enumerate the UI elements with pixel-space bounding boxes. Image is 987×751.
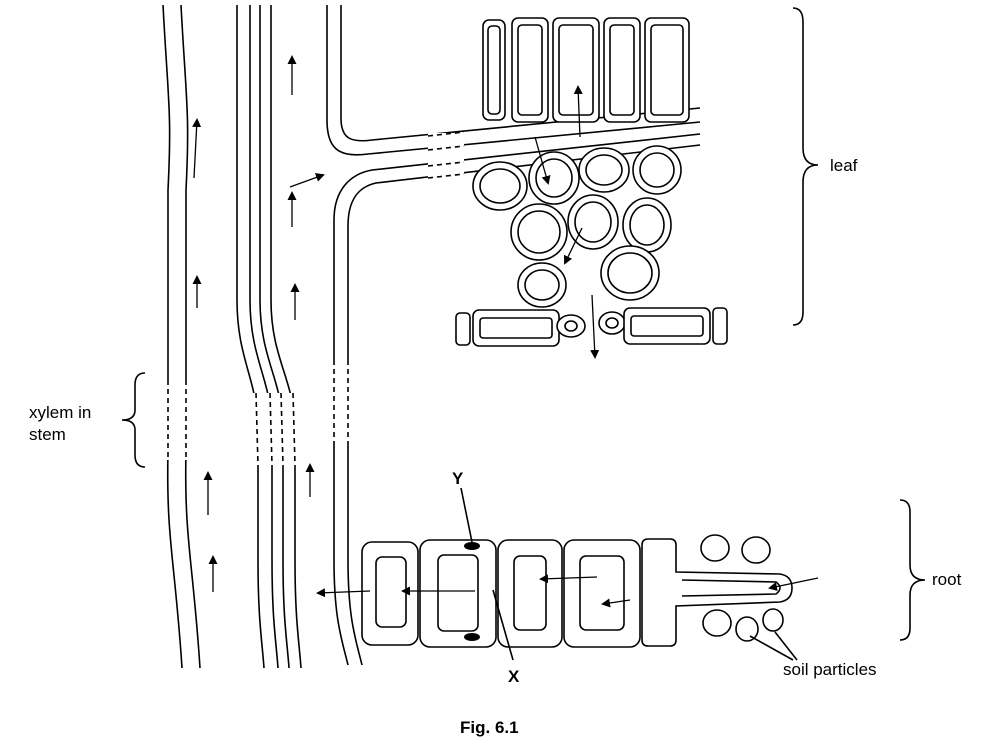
leaf-palisade-cells xyxy=(482,17,690,123)
label-soil-particles: soil particles xyxy=(783,660,877,679)
braces xyxy=(121,7,926,641)
xylem-vessel-left xyxy=(162,4,201,669)
xylem-gap-center xyxy=(250,392,302,466)
xylem-gap-right xyxy=(328,131,465,446)
leaf-lower-epidermis xyxy=(455,307,728,347)
marker-y-x xyxy=(460,487,514,661)
soil-particles xyxy=(700,534,798,661)
label-xylem-line1: xylem in xyxy=(29,403,91,422)
label-x: X xyxy=(508,667,520,686)
label-root: root xyxy=(932,570,962,589)
root-cells xyxy=(361,538,793,648)
figure-caption: Fig. 6.1 xyxy=(460,718,519,737)
xylem-gap-left xyxy=(155,380,197,460)
label-y: Y xyxy=(452,469,464,488)
label-leaf: leaf xyxy=(830,156,858,175)
water-flow-arrows xyxy=(192,55,819,608)
label-xylem-line2: stem xyxy=(29,425,66,444)
xylem-vessel-right xyxy=(326,5,701,666)
xylem-vessel-center xyxy=(236,5,302,669)
leaf-spongy-cells xyxy=(472,145,682,308)
